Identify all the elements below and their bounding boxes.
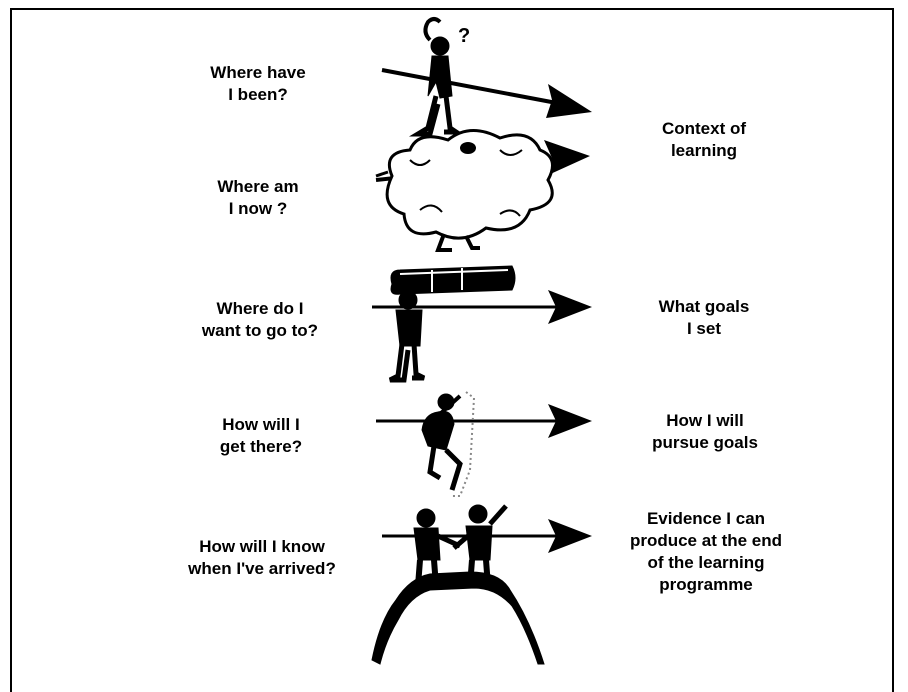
arrow-row-1 [381,68,592,118]
svg-text:?: ? [458,25,470,47]
puzzled-hiker-icon: ? [408,17,470,137]
answer-context-of-learning: Context of learning [661,119,747,160]
telescope-hiker-icon [388,265,516,383]
question-how-will-i-get-there: How will I get there? [219,415,303,456]
answer-evidence: Evidence I can produce at the end of the… [629,509,783,594]
answer-what-goals-i-set: What goals I set [658,297,750,338]
question-how-will-i-know: How will I know when I've arrived? [188,537,336,578]
question-where-am-i-now: Where am I now ? [217,177,299,218]
rock-climber-icon [421,391,476,497]
arrow-row-4 [376,404,592,438]
question-where-do-i-want-to-go: Where do I want to go to? [201,299,319,340]
cloud-fog-icon [375,129,554,252]
diagram-frame [10,8,894,692]
answer-how-i-will-pursue-goals: How I will pursue goals [652,411,758,452]
question-where-have-i-been: Where have I been? [210,63,306,104]
summit-celebration-icon [371,504,545,665]
